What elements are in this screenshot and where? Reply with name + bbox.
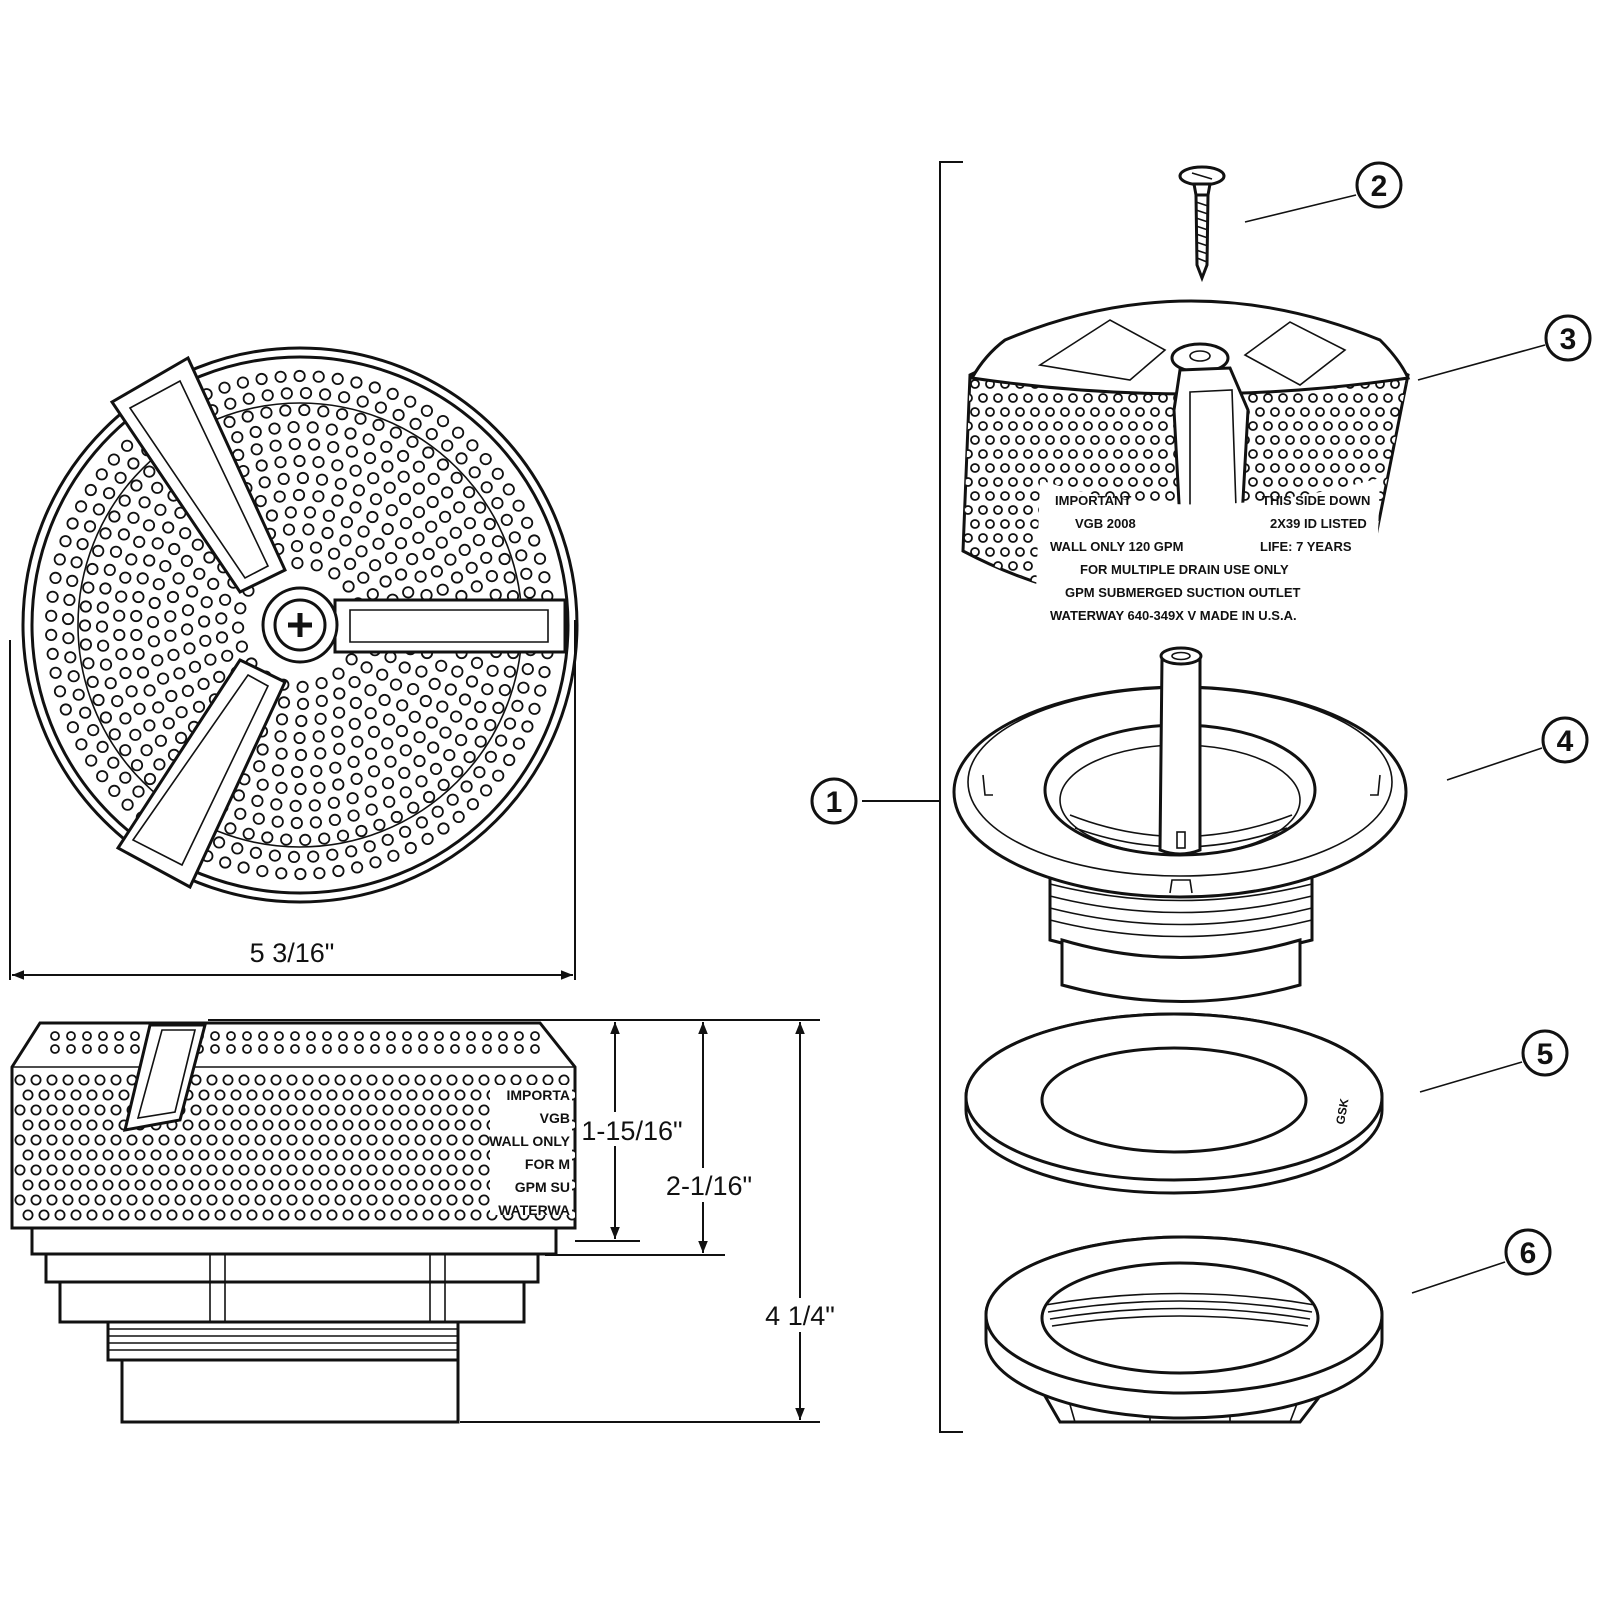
label-life: LIFE: 7 YEARS xyxy=(1260,539,1352,554)
label-important: IMPORTANT xyxy=(1055,493,1131,508)
svg-text:FOR M: FOR M xyxy=(525,1156,570,1172)
svg-text:GSK: GSK xyxy=(1333,1097,1351,1125)
side-label-text: IMPORTA VGB WALL ONLY FOR M GPM SU WATER… xyxy=(489,1085,572,1218)
part-2-screw xyxy=(1178,165,1226,283)
svg-text:WATERWA: WATERWA xyxy=(498,1202,570,1218)
svg-text:4: 4 xyxy=(1557,725,1574,758)
part-6-nut xyxy=(984,1235,1384,1424)
side-thread xyxy=(106,1320,460,1362)
svg-text:3: 3 xyxy=(1560,323,1577,356)
callout-4: 4 xyxy=(1446,716,1589,781)
svg-text:2: 2 xyxy=(1371,170,1388,203)
cover-label-text: IMPORTANT THIS SIDE DOWN VGB 2008 2X39 I… xyxy=(1050,493,1370,623)
cover-height-label: 2-1/16" xyxy=(666,1171,752,1201)
svg-text:VGB: VGB xyxy=(540,1110,570,1126)
svg-text:6: 6 xyxy=(1520,1237,1537,1270)
height-dimensions: 1-15/16" 2-1/16" 4 1/4" xyxy=(208,1019,840,1423)
svg-text:IMPORTA: IMPORTA xyxy=(506,1087,570,1103)
part-3-cover: IMPORTANT THIS SIDE DOWN VGB 2008 2X39 I… xyxy=(961,299,1411,643)
label-listed: 2X39 ID LISTED xyxy=(1270,516,1367,531)
cover-top-view xyxy=(21,346,579,904)
label-multiple-drain: FOR MULTIPLE DRAIN USE ONLY xyxy=(1080,562,1289,577)
callout-6: 6 xyxy=(1411,1228,1552,1294)
label-submerged-suction: GPM SUBMERGED SUCTION OUTLET xyxy=(1065,585,1301,600)
label-waterway: WATERWAY 640-349X V MADE IN U.S.A. xyxy=(1050,608,1297,623)
label-wall-only: WALL ONLY 120 GPM xyxy=(1050,539,1183,554)
part-4-wall-fitting xyxy=(952,646,1408,1003)
cover-rib xyxy=(115,658,287,890)
svg-text:1: 1 xyxy=(826,786,843,819)
label-this-side-down: THIS SIDE DOWN xyxy=(1262,493,1370,508)
phillips-cross-icon xyxy=(288,613,312,637)
svg-text:GPM SU: GPM SU xyxy=(515,1179,570,1195)
width-label: 5 3/16" xyxy=(250,938,335,968)
callout-3: 3 xyxy=(1417,314,1592,381)
callout-1: 1 xyxy=(810,777,858,825)
label-vgb: VGB 2008 xyxy=(1075,516,1136,531)
overall-height-label: 4 1/4" xyxy=(765,1301,835,1331)
svg-text:5: 5 xyxy=(1537,1038,1554,1071)
callout-2: 2 xyxy=(1244,161,1403,223)
width-dimension: 5 3/16" xyxy=(9,620,576,980)
cover-rib xyxy=(333,598,567,654)
cover-side-view: IMPORTA VGB WALL ONLY FOR M GPM SU WATER… xyxy=(10,1021,577,1424)
callout-5: 5 xyxy=(1419,1029,1569,1093)
assembly-bracket xyxy=(862,161,963,1433)
svg-text:WALL ONLY: WALL ONLY xyxy=(489,1133,571,1149)
screen-height-label: 1-15/16" xyxy=(581,1116,682,1146)
part-5-gasket: GSK xyxy=(964,1012,1384,1195)
cover-rib xyxy=(109,355,287,594)
